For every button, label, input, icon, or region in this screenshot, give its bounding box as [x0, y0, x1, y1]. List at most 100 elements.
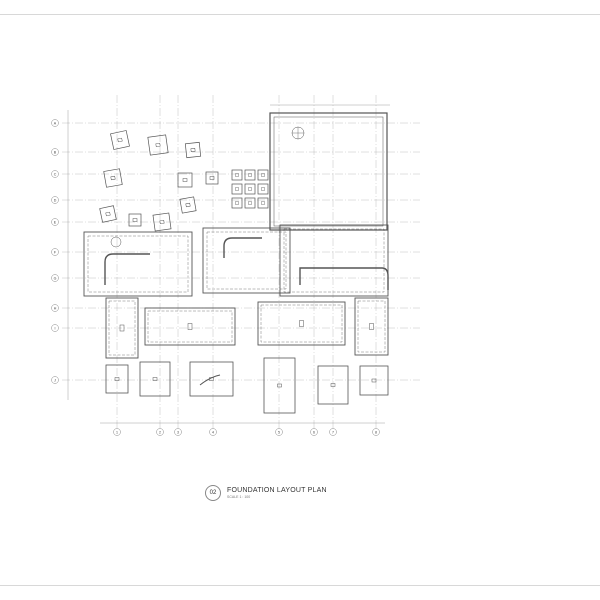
strip-footing-inner [147, 310, 233, 343]
footing-outline [147, 134, 169, 156]
grid-column-label: 5 [278, 430, 280, 434]
pad-footing [257, 183, 269, 195]
column-stub [152, 377, 158, 381]
pad-footing [179, 196, 197, 214]
curved-beam [199, 374, 221, 386]
grid-bubble [51, 196, 59, 204]
pad-footing [244, 183, 256, 195]
column-stub [110, 175, 116, 181]
grid-bubble [372, 428, 380, 436]
grid-bubble [275, 428, 283, 436]
column-stub [261, 173, 265, 177]
column-stub [299, 320, 304, 327]
tank-room-inner-wall [273, 116, 384, 227]
pad-footing [189, 361, 234, 397]
grid-row-label: E [54, 220, 57, 224]
drawing-scale: SCALE 1 : 100 [227, 495, 251, 499]
grid-bubble [51, 304, 59, 312]
foundation-block-inner [206, 231, 287, 290]
footing-outline [177, 172, 193, 188]
grid-bubble [51, 119, 59, 127]
grid-row-label: J [54, 378, 56, 382]
grid-bubble [51, 376, 59, 384]
grid-row-label: C [54, 172, 57, 176]
column-stub [235, 173, 239, 177]
column-stub [155, 142, 161, 148]
pad-footing [147, 134, 169, 156]
column-stub [277, 383, 282, 388]
pad-footing [231, 169, 243, 181]
pad-footing [110, 130, 130, 150]
pad-footing [184, 141, 202, 159]
column-stub [209, 176, 215, 180]
grid-row-label: F [54, 250, 57, 254]
grid-row-label: H [54, 306, 57, 310]
column-stub [190, 148, 196, 152]
grid-bubble [209, 428, 217, 436]
footing-outline [128, 213, 142, 227]
grid-column-label: 8 [375, 430, 377, 434]
pad-footing [257, 197, 269, 209]
grid-bubble [51, 218, 59, 226]
drawing-title-block: 02 FOUNDATION LAYOUT PLAN SCALE 1 : 100 [205, 485, 327, 501]
grid-column-label: 4 [212, 430, 214, 434]
grid-bubble [51, 248, 59, 256]
column-stub [132, 218, 138, 222]
strip-footing [354, 297, 389, 356]
grid-row-label: B [54, 150, 57, 154]
pad-footing [317, 365, 349, 405]
pad-footing [205, 171, 219, 185]
grid-bubble [51, 170, 59, 178]
strip-footing-inner [260, 304, 343, 343]
pad-footing [99, 205, 117, 223]
pad-footing [103, 168, 123, 188]
column-stub [248, 173, 252, 177]
column-stub [114, 377, 120, 381]
sheet-bottom-border [0, 585, 600, 586]
column-stub [182, 178, 188, 182]
column-stub [187, 323, 193, 330]
column-stub [235, 201, 239, 205]
grid-column-label: 1 [116, 430, 118, 434]
grid-bubble [174, 428, 182, 436]
column-stub [248, 201, 252, 205]
sheet-top-border [0, 14, 600, 15]
footing-outline [110, 130, 130, 150]
grid-bubble [329, 428, 337, 436]
grid-bubble [51, 148, 59, 156]
grid-column-label: 2 [159, 430, 161, 434]
pad-footing [105, 364, 129, 394]
column-stub [185, 202, 191, 208]
column-stub [261, 187, 265, 191]
column-stub [159, 219, 165, 225]
grid-column-label: 3 [177, 430, 179, 434]
footing-outline [179, 196, 197, 214]
pad-footing [244, 197, 256, 209]
pad-footing [152, 212, 172, 232]
column-stub [330, 383, 336, 387]
foundation-block [279, 224, 389, 297]
grid-bubble [156, 428, 164, 436]
footing-outline [205, 171, 219, 185]
pad-footing [359, 365, 389, 396]
footing-outline [152, 212, 172, 232]
grid-bubble [51, 274, 59, 282]
pad-footing [177, 172, 193, 188]
curved-wall [299, 267, 389, 290]
strip-footing-inner [108, 300, 136, 356]
curved-wall [223, 237, 262, 258]
column-stub [261, 201, 265, 205]
grid-bubble [51, 324, 59, 332]
grid-row-label: A [54, 121, 57, 125]
grid-column-label: 7 [332, 430, 334, 434]
strip-footing-inner [357, 300, 386, 353]
column-stub [117, 137, 123, 143]
pad-footing [244, 169, 256, 181]
column-stub [248, 187, 252, 191]
pad-footing [257, 169, 269, 181]
pad-footing [263, 357, 296, 414]
drawing-number: 02 [205, 485, 221, 501]
strip-footing [105, 297, 139, 359]
column-stub [105, 211, 111, 217]
